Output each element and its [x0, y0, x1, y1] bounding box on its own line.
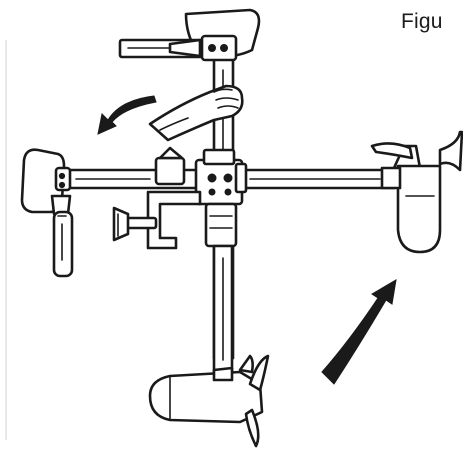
lower-shaft: [212, 244, 234, 378]
bottom-motor: [148, 354, 270, 448]
mount-bracket: [154, 146, 248, 248]
left-tiller-handle: [52, 210, 74, 278]
transom-clamp: [112, 190, 202, 250]
hand-icon: [148, 84, 244, 142]
top-control-head: [118, 8, 261, 62]
left-control-head: [20, 148, 72, 216]
rotate-arrow-upper: [97, 95, 157, 135]
rotate-arrow-lower: [321, 279, 397, 385]
figure-caption: Figu: [401, 10, 443, 33]
right-motor: [370, 130, 463, 254]
